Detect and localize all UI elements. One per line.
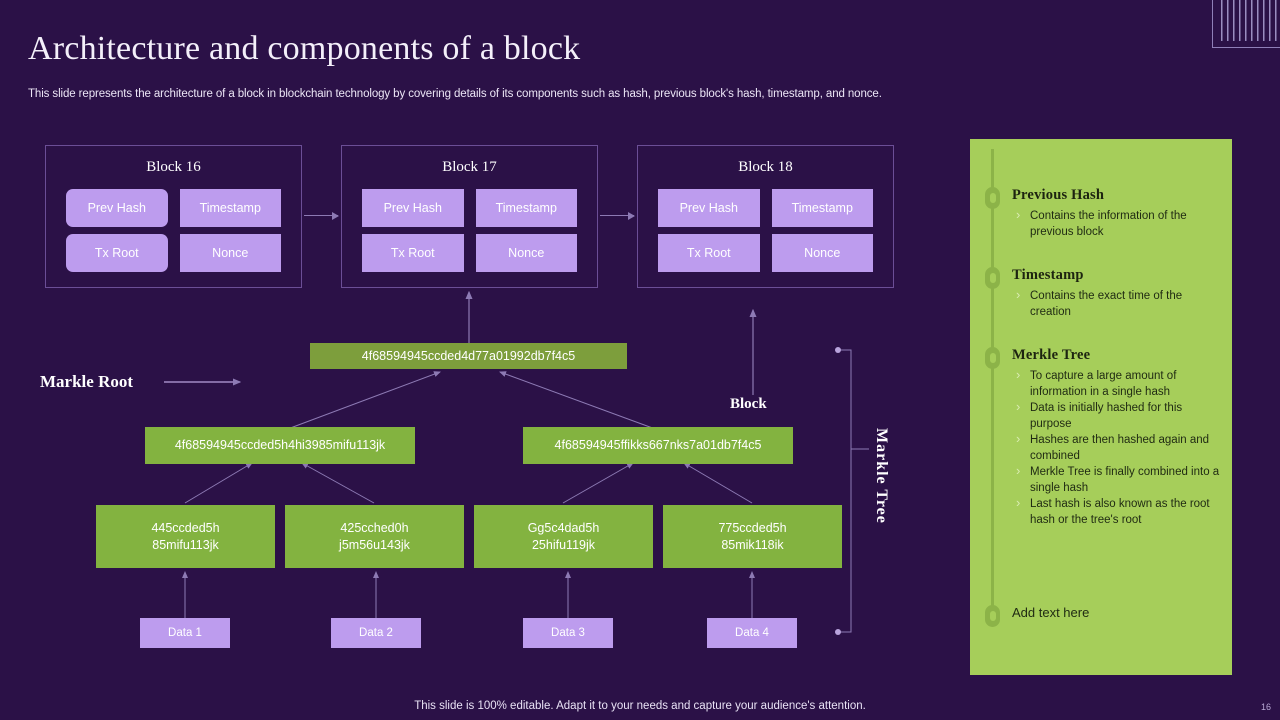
- merkle-leaf-hash-box-1[interactable]: 445ccded5h 85mifu113jk: [96, 505, 275, 568]
- data-box-3[interactable]: Data 3: [523, 618, 613, 648]
- label-block: Block: [730, 396, 767, 412]
- block-field-prev-hash[interactable]: Prev Hash: [658, 189, 760, 227]
- block-fields: Prev Hash Timestamp Tx Root Nonce: [362, 189, 577, 272]
- merkle-branch-hash-box-right[interactable]: 4f68594945ffikks667nks7a01db7f4c5: [523, 427, 793, 464]
- block-field-timestamp[interactable]: Timestamp: [475, 189, 577, 227]
- block-title: Block 16: [146, 159, 201, 175]
- bullet-item: Last hash is also known as the root hash…: [1012, 495, 1222, 528]
- block-card-17[interactable]: Block 17 Prev Hash Timestamp Tx Root Non…: [341, 145, 598, 288]
- data-box-2[interactable]: Data 2: [331, 618, 421, 648]
- timeline-track: [991, 149, 994, 615]
- block-field-timestamp[interactable]: Timestamp: [771, 189, 873, 227]
- stripe-bars: [1221, 0, 1280, 41]
- block-field-prev-hash[interactable]: Prev Hash: [362, 189, 464, 227]
- bullet-item: Contains the exact time of the creation: [1012, 287, 1222, 320]
- section-heading: Previous Hash: [1012, 187, 1105, 203]
- chain-arrow-16-to-17: [304, 211, 339, 220]
- label-markle-tree: Markle Tree: [873, 428, 890, 524]
- block-title: Block 17: [442, 159, 497, 175]
- block-field-tx-root[interactable]: Tx Root: [362, 234, 464, 272]
- merkle-leaf-hash-box-2[interactable]: 425cched0h j5m56u143jk: [285, 505, 464, 568]
- block-title: Block 18: [738, 159, 793, 175]
- block-card-18[interactable]: Block 18 Prev Hash Timestamp Tx Root Non…: [637, 145, 894, 288]
- timeline-node-icon-3: [985, 347, 1000, 369]
- add-text-placeholder: Add text here: [1012, 605, 1090, 620]
- bullet-item: To capture a large amount of information…: [1012, 367, 1222, 400]
- block-field-nonce[interactable]: Nonce: [771, 234, 873, 272]
- page-number: 16: [1260, 702, 1271, 712]
- block-field-tx-root[interactable]: Tx Root: [66, 234, 168, 272]
- section-heading: Merkle Tree: [1012, 347, 1091, 363]
- timeline-node-icon-2: [985, 267, 1000, 289]
- chain-arrow-17-to-18: [600, 211, 635, 220]
- block-field-tx-root[interactable]: Tx Root: [658, 234, 760, 272]
- bullet-item: Merkle Tree is finally combined into a s…: [1012, 463, 1222, 496]
- block-field-timestamp[interactable]: Timestamp: [179, 189, 281, 227]
- decorative-stripes: [1212, 0, 1280, 48]
- block-fields: Prev Hash Timestamp Tx Root Nonce: [658, 189, 873, 272]
- page-title: Architecture and components of a block: [28, 30, 581, 67]
- data-box-4[interactable]: Data 4: [707, 618, 797, 648]
- merkle-root-hash-box[interactable]: 4f68594945ccded4d77a01992db7f4c5: [310, 343, 627, 369]
- merkle-leaf-hash-box-4[interactable]: 775ccded5h 85mik118ik: [663, 505, 842, 568]
- footer-note: This slide is 100% editable. Adapt it to…: [414, 700, 866, 712]
- timeline-node-icon-1: [985, 187, 1000, 209]
- merkle-leaf-hash-box-3[interactable]: Gg5c4dad5h 25hifu119jk: [474, 505, 653, 568]
- data-box-1[interactable]: Data 1: [140, 618, 230, 648]
- label-markle-root: Markle Root: [40, 372, 134, 391]
- section-bullets: Contains the information of the previous…: [1012, 207, 1222, 240]
- block-card-16[interactable]: Block 16 Prev Hash Timestamp Tx Root Non…: [45, 145, 302, 288]
- bullet-item: Contains the information of the previous…: [1012, 207, 1222, 240]
- side-panel-add-text[interactable]: Add text here: [1012, 605, 1222, 620]
- block-field-nonce[interactable]: Nonce: [179, 234, 281, 272]
- timeline-node-icon-4: [985, 605, 1000, 627]
- page-subtitle: This slide represents the architecture o…: [28, 88, 882, 100]
- bullet-item: Data is initially hashed for this purpos…: [1012, 399, 1222, 432]
- section-bullets: Contains the exact time of the creation: [1012, 287, 1222, 320]
- side-panel-section-previous-hash[interactable]: Previous Hash Contains the information o…: [1012, 187, 1222, 240]
- side-panel-section-timestamp[interactable]: Timestamp Contains the exact time of the…: [1012, 267, 1222, 320]
- block-field-nonce[interactable]: Nonce: [475, 234, 577, 272]
- block-field-prev-hash[interactable]: Prev Hash: [66, 189, 168, 227]
- block-fields: Prev Hash Timestamp Tx Root Nonce: [66, 189, 281, 272]
- bullet-item: Hashes are then hashed again and combine…: [1012, 431, 1222, 464]
- side-panel: Previous Hash Contains the information o…: [970, 139, 1232, 675]
- merkle-branch-hash-box-left[interactable]: 4f68594945ccded5h4hi3985mifu113jk: [145, 427, 415, 464]
- side-panel-section-merkle-tree[interactable]: Merkle Tree To capture a large amount of…: [1012, 347, 1222, 528]
- section-bullets: To capture a large amount of information…: [1012, 367, 1222, 528]
- section-heading: Timestamp: [1012, 267, 1084, 283]
